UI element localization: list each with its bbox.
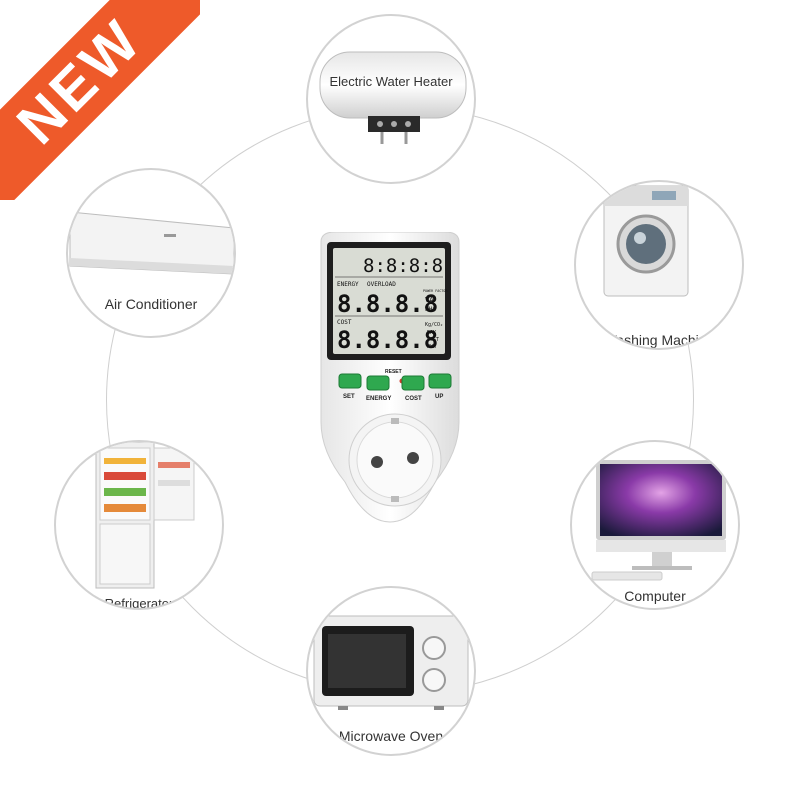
lcd-kwh-unit: KWh — [427, 344, 436, 350]
lcd-top-display: 8:8:8:8 — [363, 255, 443, 277]
refrigerator-icon — [95, 442, 195, 589]
appliance-label-air-conditioner: Air Conditioner — [104, 296, 198, 312]
lcd-power-factor-unit: POWER FACTOR — [423, 289, 448, 293]
set-button-label: SET — [343, 394, 355, 400]
socket-ground-bottom — [391, 496, 399, 502]
lcd-va-unit: VA — [425, 296, 434, 304]
appliance-label-computer: Computer — [624, 588, 686, 604]
lcd-cost-unit: COST — [427, 337, 439, 343]
up-button[interactable] — [428, 373, 452, 389]
energy-button[interactable] — [366, 375, 390, 391]
lcd-day-unit: DAY — [427, 330, 436, 336]
water-heater-icon — [319, 51, 467, 144]
appliance-label-microwave: Microwave Oven — [338, 728, 444, 744]
lcd-overload-label: OVERLOAD — [367, 281, 396, 288]
lcd-kgco2-unit: Kg/CO₂ — [425, 322, 443, 328]
power-meter-device: 8:8:8:8 ENERGY OVERLOAD 8.8.8.8 POWER FA… — [320, 232, 460, 523]
cost-button[interactable] — [401, 375, 425, 391]
appliance-label-washing-machine: Washing Machine — [603, 332, 715, 348]
up-button-label: UP — [435, 394, 443, 400]
socket-pin-hole-right — [407, 452, 419, 464]
appliance-microwave: Microwave Oven — [306, 586, 476, 756]
microwave-icon — [313, 615, 469, 710]
lcd-whz-unit: WHz — [425, 306, 436, 313]
reset-label: RESET — [385, 369, 402, 375]
appliance-computer: Computer — [570, 440, 740, 610]
computer-icon — [591, 460, 726, 581]
lcd-cost-label: COST — [337, 319, 352, 326]
appliance-label-refrigerator: Refrigerator — [104, 596, 174, 610]
appliance-water-heater: Electric Water Heater — [306, 14, 476, 184]
set-button[interactable] — [338, 373, 362, 389]
lcd-screen — [333, 248, 445, 354]
cost-button-label: COST — [405, 396, 422, 402]
appliance-refrigerator: Refrigerator — [54, 440, 224, 610]
washing-machine-icon — [603, 185, 689, 297]
lcd-row2-digits: 8.8.8.8 — [337, 326, 438, 354]
socket-ground-top — [391, 418, 399, 424]
socket-pin-hole-left — [371, 456, 383, 468]
socket-inner — [356, 421, 434, 499]
lcd-energy-label: ENERGY — [337, 281, 359, 288]
appliance-air-conditioner: Air Conditioner — [66, 168, 236, 338]
air-conditioner-icon — [69, 211, 234, 275]
appliance-label-water-heater: Electric Water Heater — [329, 74, 453, 89]
energy-button-label: ENERGY — [366, 396, 391, 402]
appliance-washing-machine: Washing Machine — [574, 180, 744, 350]
lcd-row1-digits: 8.8.8.8 — [337, 290, 438, 318]
